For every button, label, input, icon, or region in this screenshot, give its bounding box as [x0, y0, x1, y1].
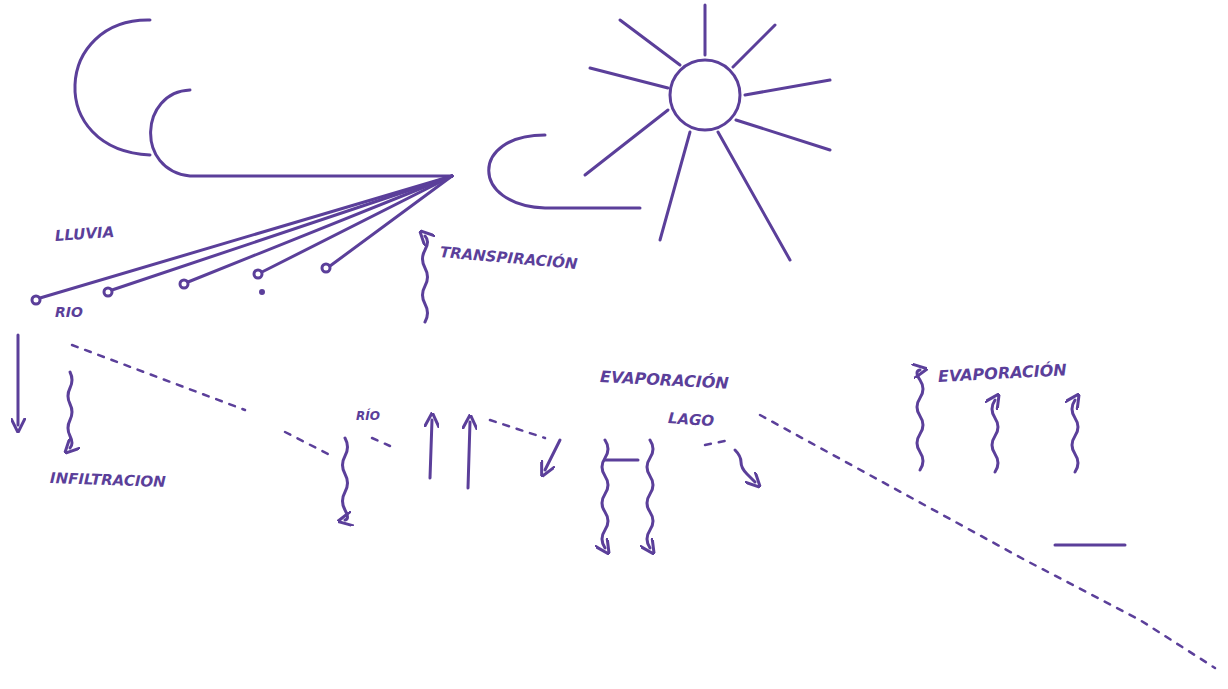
- cloud: [75, 20, 150, 155]
- cycle-label: EVAPORACIÓN: [938, 361, 1068, 385]
- cycle-label: RIO: [55, 305, 83, 320]
- down-arrow: [545, 440, 560, 470]
- wavy-arrow: [602, 440, 608, 548]
- sun: [585, 5, 830, 260]
- wavy-arrow: [992, 400, 998, 472]
- wavy-arrow: [423, 236, 428, 322]
- down-arrow: [17, 335, 20, 425]
- cloud: [151, 90, 452, 176]
- cloud: [489, 135, 640, 208]
- cycle-label: RÍO: [356, 410, 380, 423]
- water-line: [1055, 544, 1125, 547]
- wavy-arrow: [647, 440, 653, 548]
- wavy-arrow: [735, 450, 755, 482]
- wavy-arrow: [1072, 400, 1078, 472]
- wavy-arrow: [343, 438, 348, 520]
- cycle-label: TRANSPIRACIÓN: [439, 244, 578, 272]
- cycle-label: EVAPORACIÓN: [600, 368, 730, 392]
- rain-lines: [32, 176, 452, 304]
- cycle-label: LAGO: [667, 410, 714, 430]
- cycle-label: INFILTRACION: [50, 470, 166, 491]
- wavy-arrow: [917, 370, 923, 470]
- down-arrow: [68, 372, 72, 448]
- up-arrow: [430, 420, 432, 478]
- up-arrow: [468, 422, 470, 488]
- cycle-label: LLUVIA: [54, 224, 114, 245]
- water-line: [605, 459, 638, 462]
- terrain: [72, 345, 1215, 668]
